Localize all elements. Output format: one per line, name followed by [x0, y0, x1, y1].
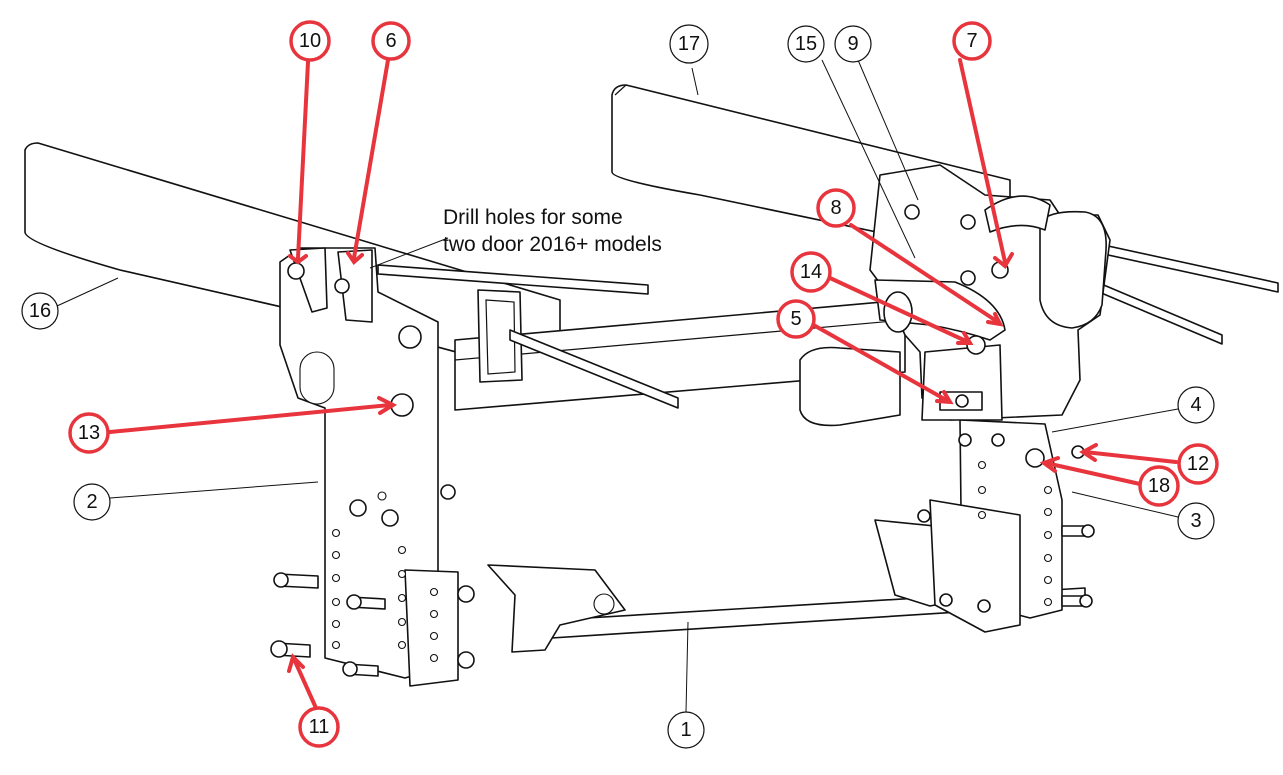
- callout-18: 18: [1138, 465, 1180, 507]
- callout-13: 13: [68, 412, 110, 454]
- left-mount-plate: [270, 247, 475, 687]
- svg-text:8: 8: [830, 197, 841, 219]
- highlight-arrows: [108, 58, 1178, 710]
- callout-7: 7: [952, 21, 992, 61]
- drill-note-line-1: Drill holes for some: [443, 206, 623, 229]
- svg-text:16: 16: [29, 300, 51, 322]
- svg-text:17: 17: [678, 33, 700, 55]
- callout-1: 1: [667, 711, 705, 749]
- callout-5: 5: [776, 299, 816, 339]
- svg-text:14: 14: [800, 261, 822, 283]
- callout-2: 2: [73, 483, 111, 521]
- svg-text:11: 11: [309, 716, 330, 738]
- callout-4: 4: [1177, 386, 1215, 424]
- callout-15: 15: [787, 25, 825, 63]
- callout-6: 6: [371, 21, 411, 61]
- callout-16: 16: [21, 292, 59, 330]
- drill-note-line-2: two door 2016+ models: [443, 233, 662, 256]
- callout-11: 11: [298, 706, 340, 748]
- svg-text:9: 9: [847, 33, 858, 55]
- svg-text:2: 2: [86, 491, 97, 513]
- svg-text:18: 18: [1148, 475, 1170, 497]
- svg-text:5: 5: [790, 308, 801, 330]
- svg-text:4: 4: [1190, 394, 1201, 416]
- svg-text:7: 7: [966, 30, 977, 52]
- callout-8: 8: [816, 188, 856, 228]
- svg-text:15: 15: [795, 33, 817, 55]
- callout-17: 17: [669, 24, 709, 64]
- callout-12: 12: [1177, 443, 1219, 485]
- svg-text:13: 13: [78, 422, 100, 444]
- svg-text:6: 6: [385, 30, 396, 52]
- callout-9: 9: [834, 25, 872, 63]
- svg-text:1: 1: [680, 719, 691, 741]
- right-mount-plate: [917, 419, 1095, 633]
- callout-14: 14: [790, 251, 832, 293]
- callout-10: 10: [289, 20, 331, 62]
- callout-3: 3: [1177, 502, 1215, 540]
- svg-text:10: 10: [299, 30, 321, 52]
- svg-text:3: 3: [1190, 510, 1201, 532]
- svg-text:12: 12: [1187, 453, 1209, 475]
- leader-lines: [56, 59, 1179, 713]
